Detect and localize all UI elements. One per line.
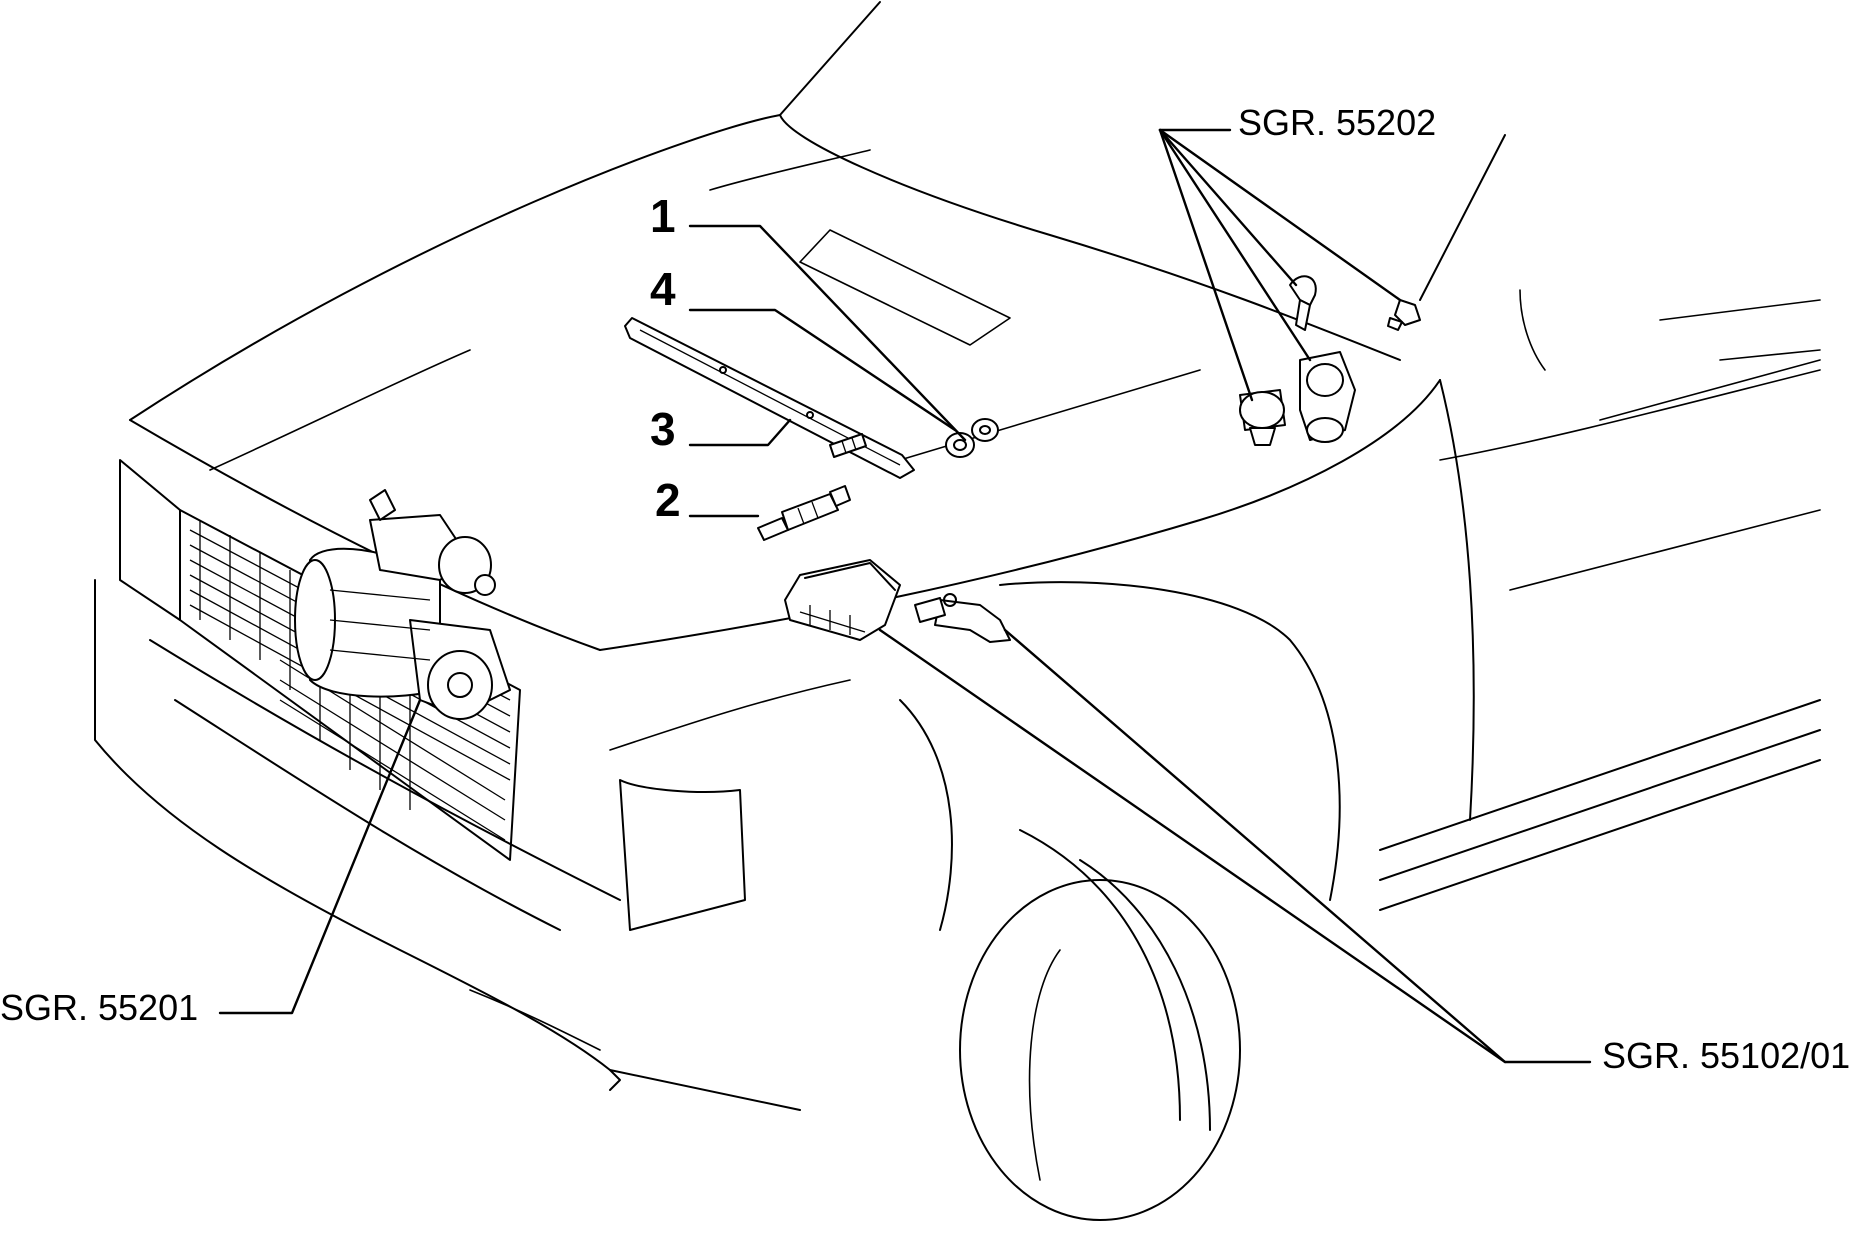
starter-motor: [294, 489, 511, 720]
leader-lines: [218, 128, 1592, 1064]
ref-sgr-55102-01: SGR. 55102/01: [1602, 1035, 1850, 1076]
glow-plug-item-2: [757, 485, 851, 541]
callout-item-1: 1: [650, 190, 676, 242]
stud-item-3: [829, 433, 867, 458]
callout-item-3: 3: [650, 403, 676, 455]
ref-sgr-55201: SGR. 55201: [0, 987, 198, 1028]
callout-item-4: 4: [650, 263, 676, 315]
ref-sgr-55202: SGR. 55202: [1238, 102, 1436, 143]
ignition-lock-assembly: [1239, 275, 1421, 446]
callout-item-2: 2: [655, 474, 681, 526]
ignition-module: [784, 559, 901, 641]
washer-pair-item-1: [945, 418, 999, 458]
sensor-bracket: [914, 593, 1011, 643]
